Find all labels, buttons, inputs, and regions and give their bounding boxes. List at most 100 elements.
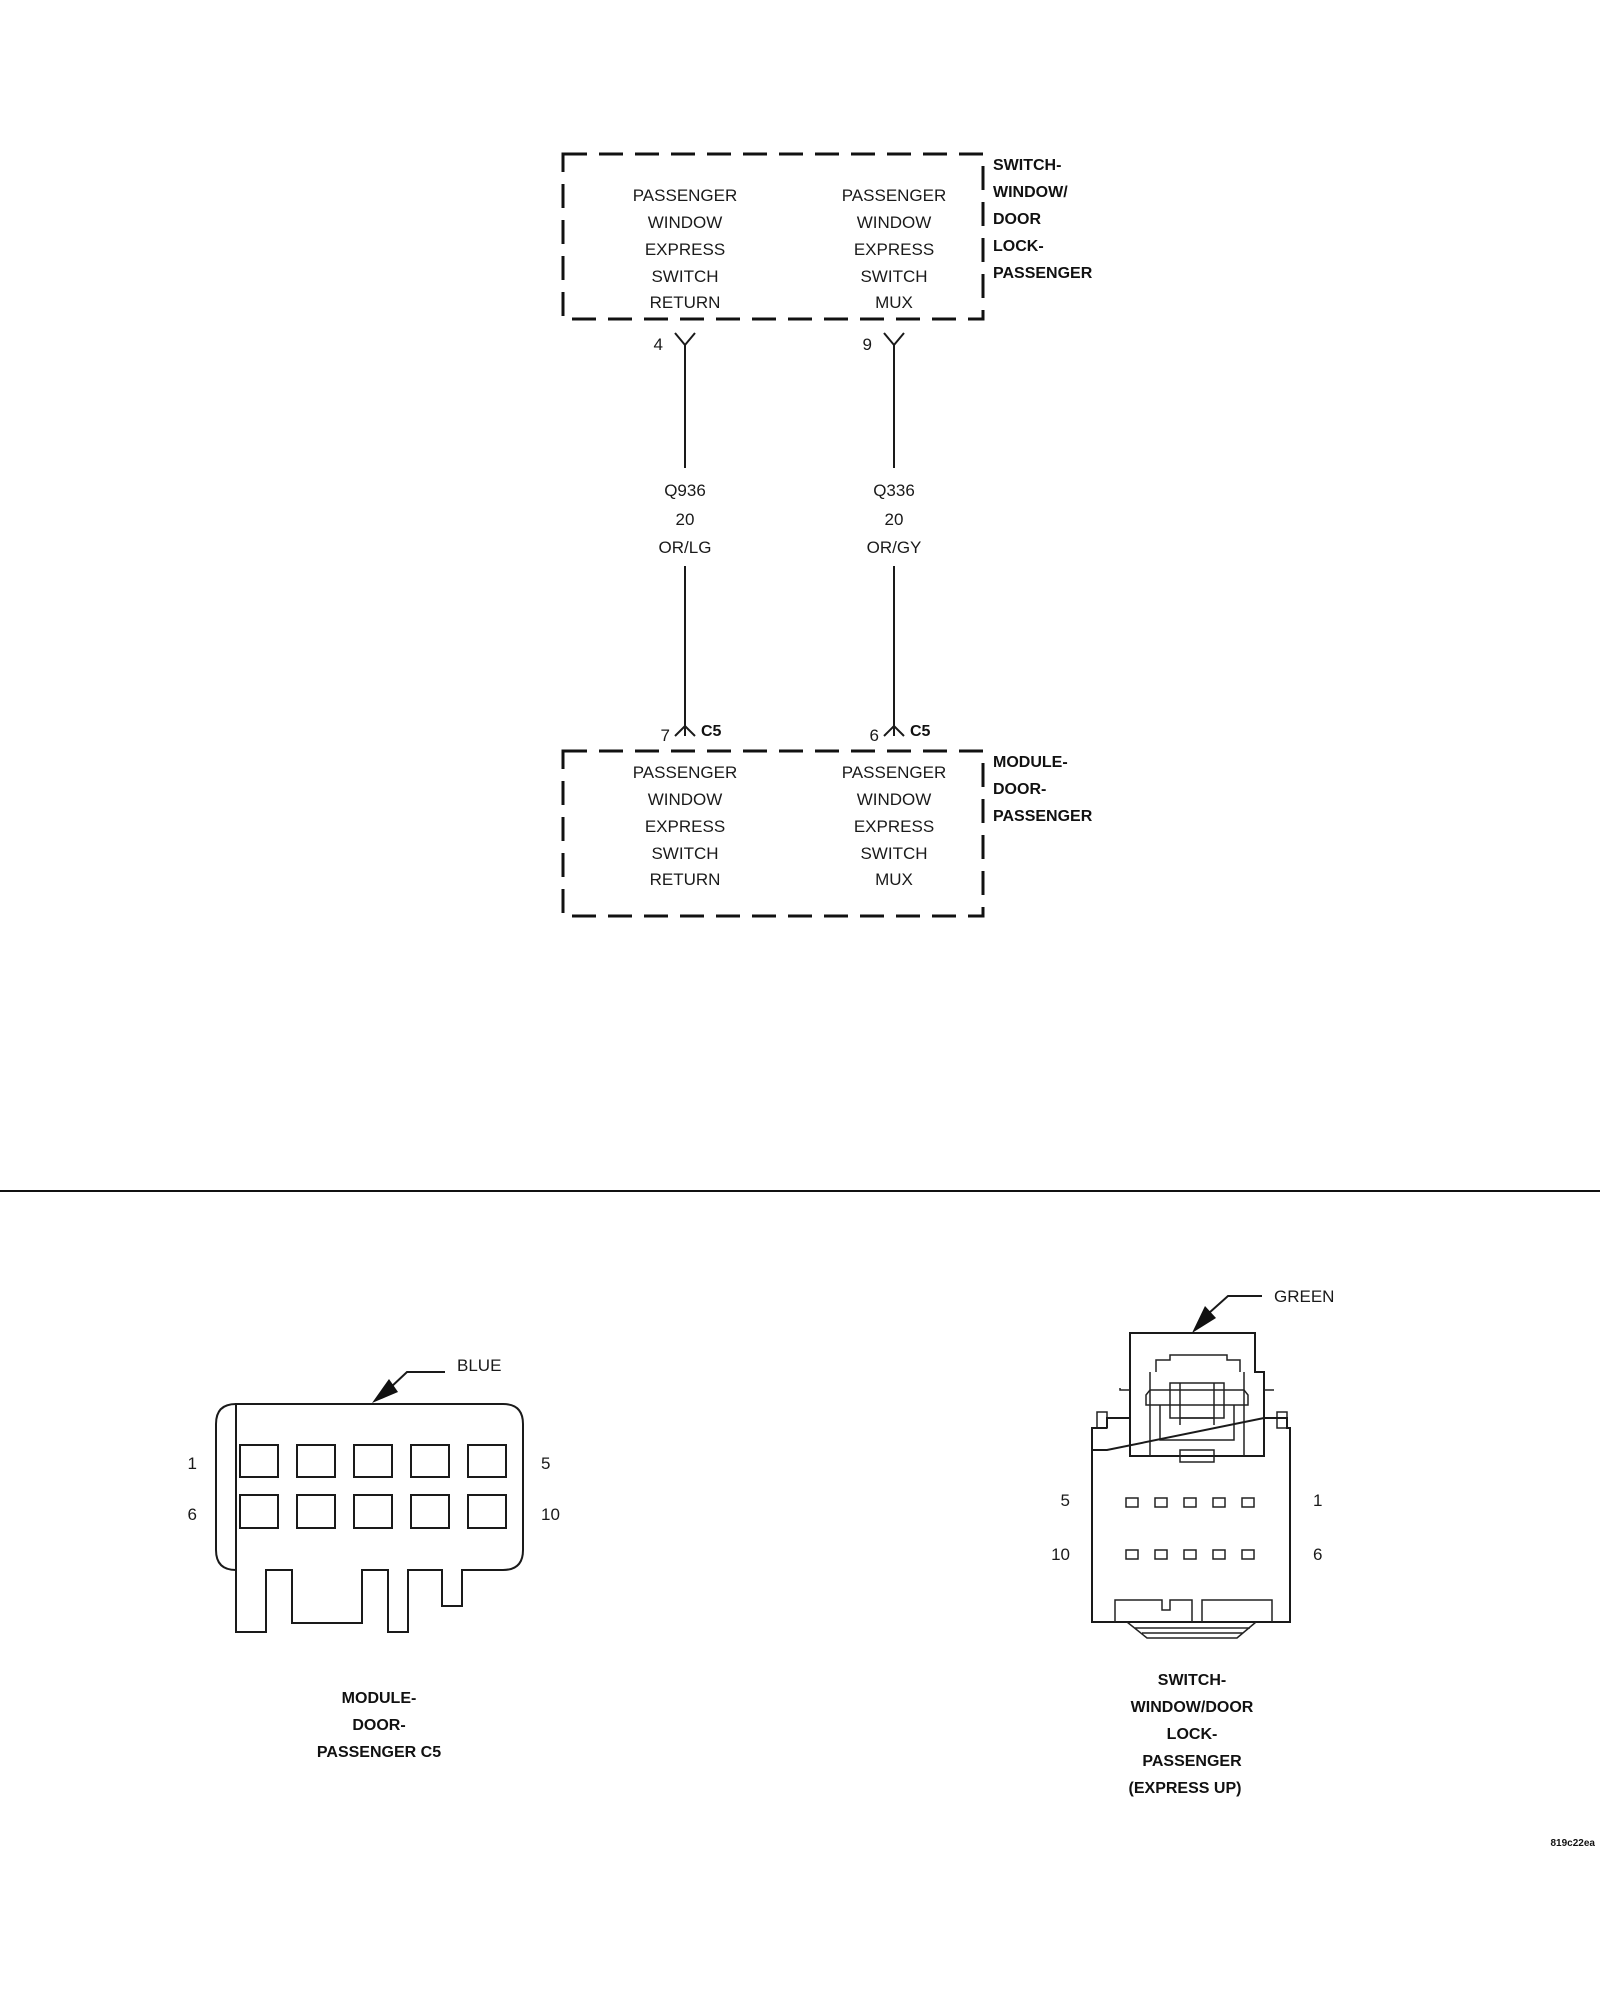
switch-connector-face (1091, 1332, 1291, 1639)
module-left-line-3: EXPRESS (645, 817, 725, 836)
c5-cavity (239, 1494, 279, 1529)
switch-title-line-3: LOCK- (1167, 1726, 1218, 1743)
switch-title-line-2: WINDOW/DOOR (1131, 1699, 1254, 1716)
wire-2-color: OR/GY (867, 538, 922, 557)
switch-right-line-2: WINDOW (857, 213, 932, 232)
module-component-label: MODULE- DOOR- PASSENGER (993, 754, 1093, 825)
switch-cavity (1212, 1497, 1226, 1508)
c5-pin-1-label: 1 (188, 1454, 197, 1473)
switch-pin-1-label: 1 (1313, 1491, 1322, 1510)
c5-connector-face (215, 1403, 524, 1633)
switch-right-line-4: SWITCH (860, 267, 927, 286)
wire-2-gauge: 20 (885, 510, 904, 529)
c5-cavity (467, 1494, 507, 1529)
switch-label-line-3: DOOR (993, 211, 1041, 228)
switch-connector-title: SWITCH- WINDOW/DOOR LOCK- PASSENGER (EXP… (1129, 1672, 1254, 1797)
module-right-line-2: WINDOW (857, 790, 932, 809)
c5-pin-10-label: 10 (541, 1505, 560, 1524)
module-right-line-1: PASSENGER (842, 763, 947, 782)
wire-2-circuit: Q336 (873, 481, 915, 500)
pin-7-label: 7 (661, 726, 670, 745)
c5-label-right: C5 (910, 723, 931, 740)
pin-4-terminal (674, 332, 696, 468)
switch-bottom-key (1114, 1599, 1273, 1622)
module-left-line-2: WINDOW (648, 790, 723, 809)
green-leader-line (1208, 1295, 1262, 1314)
module-left-line-1: PASSENGER (633, 763, 738, 782)
c5-cavity (353, 1444, 393, 1478)
pin-6-label: 6 (870, 726, 879, 745)
module-left-line-5: RETURN (650, 870, 721, 889)
switch-ear-right (1276, 1411, 1288, 1429)
wire-1-color: OR/LG (659, 538, 712, 557)
switch-latch-window (1169, 1382, 1225, 1419)
wire-1-circuit: Q936 (664, 481, 706, 500)
pin-6-terminal (883, 566, 905, 737)
switch-latch-housing (1129, 1332, 1265, 1457)
pin-4-label: 4 (654, 335, 663, 354)
module-label-line-1: MODULE- (993, 754, 1068, 771)
switch-title-line-1: SWITCH- (1158, 1672, 1226, 1689)
c5-title-line-1: MODULE- (342, 1690, 417, 1707)
switch-pin-10-label: 10 (1051, 1545, 1070, 1564)
switch-latch-body (1159, 1405, 1235, 1441)
c5-cavity (353, 1494, 393, 1529)
wire-1-gauge: 20 (676, 510, 695, 529)
switch-title-line-5: (EXPRESS UP) (1129, 1780, 1242, 1797)
switch-box-right-text: PASSENGER WINDOW EXPRESS SWITCH MUX (842, 186, 947, 312)
module-left-line-4: SWITCH (651, 844, 718, 863)
switch-body-shoulder (1091, 1427, 1291, 1450)
switch-left-line-4: SWITCH (651, 267, 718, 286)
c5-cavities (239, 1444, 507, 1529)
green-color-label: GREEN (1274, 1287, 1334, 1306)
switch-left-line-5: RETURN (650, 293, 721, 312)
blue-leader-line (389, 1371, 445, 1389)
blue-leader-arrow (372, 1379, 398, 1403)
switch-main-body (1091, 1417, 1291, 1623)
switch-right-line-3: EXPRESS (854, 240, 934, 259)
switch-side-notch (1119, 1388, 1274, 1391)
switch-latch-bar (1145, 1389, 1249, 1406)
switch-right-line-1: PASSENGER (842, 186, 947, 205)
switch-cavity (1183, 1497, 1197, 1508)
switch-latch-rails (1149, 1372, 1245, 1456)
c5-pin-5-label: 5 (541, 1454, 550, 1473)
switch-cavity (1154, 1549, 1168, 1560)
c5-cavity (410, 1494, 450, 1529)
module-box-left-text: PASSENGER WINDOW EXPRESS SWITCH RETURN (633, 763, 738, 889)
wire-q336-label: Q336 20 OR/GY (867, 481, 922, 557)
switch-latch-top (1155, 1354, 1241, 1372)
switch-cavity (1212, 1549, 1226, 1560)
c5-pin-6-label: 6 (188, 1505, 197, 1524)
switch-box-left-text: PASSENGER WINDOW EXPRESS SWITCH RETURN (633, 186, 738, 312)
switch-component-label: SWITCH- WINDOW/ DOOR LOCK- PASSENGER (993, 157, 1093, 282)
switch-bottom-lip (1126, 1621, 1257, 1639)
switch-cavity (1241, 1549, 1255, 1560)
switch-left-line-2: WINDOW (648, 213, 723, 232)
wire-q936-label: Q936 20 OR/LG (659, 481, 712, 557)
switch-latch-detail (1179, 1383, 1215, 1425)
switch-cavity (1125, 1549, 1139, 1560)
switch-cavity (1125, 1497, 1139, 1508)
c5-title-line-3: PASSENGER C5 (317, 1744, 441, 1761)
switch-ear-left (1096, 1411, 1108, 1429)
switch-title-line-4: PASSENGER (1142, 1753, 1242, 1770)
c5-label-left: C5 (701, 723, 722, 740)
pin-7-terminal (674, 566, 696, 737)
module-right-line-4: SWITCH (860, 844, 927, 863)
switch-left-line-1: PASSENGER (633, 186, 738, 205)
blue-color-label: BLUE (457, 1356, 501, 1375)
pin-9-terminal (883, 332, 905, 468)
switch-window-door-lock-box (561, 152, 985, 321)
green-leader-arrow (1192, 1306, 1216, 1333)
switch-label-line-1: SWITCH- (993, 157, 1061, 174)
switch-label-line-5: PASSENGER (993, 265, 1093, 282)
switch-pin-5-label: 5 (1061, 1491, 1070, 1510)
module-right-line-3: EXPRESS (854, 817, 934, 836)
module-label-line-3: PASSENGER (993, 808, 1093, 825)
module-label-line-2: DOOR- (993, 781, 1046, 798)
switch-cavity (1183, 1549, 1197, 1560)
switch-cavity (1241, 1497, 1255, 1508)
c5-cavity (239, 1444, 279, 1478)
